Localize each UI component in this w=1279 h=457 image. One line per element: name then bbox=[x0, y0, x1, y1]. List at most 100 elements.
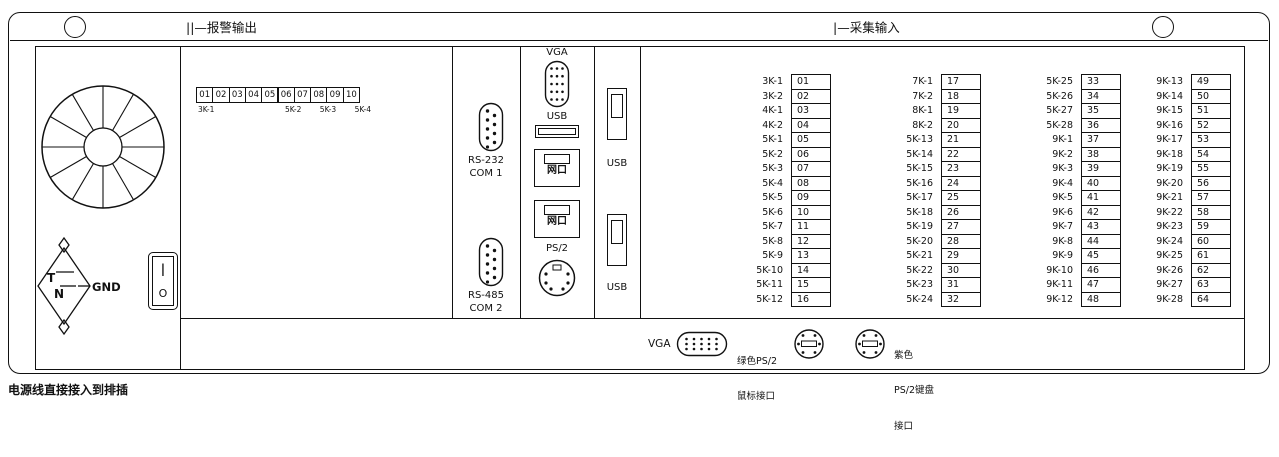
terminal-row: 9K-27 63 bbox=[1145, 277, 1231, 293]
input-section-label: |—采集输入 bbox=[833, 20, 900, 35]
terminal-cell: 59 bbox=[1191, 219, 1231, 235]
terminal-label: 9K-27 bbox=[1156, 279, 1183, 291]
alarm-sub-label: 5K-4 bbox=[354, 105, 371, 114]
terminal-label: 5K-16 bbox=[906, 177, 933, 189]
terminal-cell: 43 bbox=[1081, 219, 1121, 235]
terminal-cell: 31 bbox=[941, 277, 981, 293]
terminal-cell: 05 bbox=[791, 132, 831, 148]
terminal-cell: 25 bbox=[941, 190, 981, 206]
terminal-cell: 55 bbox=[1191, 161, 1231, 177]
terminal-label: 9K-3 bbox=[1052, 163, 1073, 175]
power-cord-note: 电源线直接接入到排插 bbox=[8, 383, 129, 397]
terminal-label: 9K-4 bbox=[1052, 177, 1073, 189]
terminal-cell: 01 bbox=[791, 74, 831, 90]
lan-port-2: 网口 bbox=[534, 200, 580, 238]
rs232-label: RS-232 COM 1 bbox=[452, 155, 520, 180]
terminal-label: 5K-6 bbox=[762, 206, 783, 218]
divider-com-vga bbox=[520, 46, 522, 318]
switch-off-symbol: O bbox=[158, 286, 168, 300]
terminal-cell: 40 bbox=[1081, 175, 1121, 192]
terminal-cell: 08 bbox=[791, 175, 831, 192]
rj45-jack-icon bbox=[544, 205, 570, 215]
ps2-port-label: PS/2 bbox=[545, 243, 569, 254]
rs485-connector-icon bbox=[478, 237, 504, 287]
terminal-row: 5K-23 31 bbox=[895, 277, 981, 293]
terminal-label: 9K-26 bbox=[1156, 264, 1183, 276]
terminal-cell: 47 bbox=[1081, 277, 1121, 293]
bottom-strip-divider bbox=[180, 318, 1245, 320]
terminal-cell: 26 bbox=[941, 204, 981, 221]
terminal-cell: 32 bbox=[941, 291, 981, 308]
terminal-cell: 15 bbox=[791, 277, 831, 293]
terminal-cell: 54 bbox=[1191, 146, 1231, 163]
terminal-label: 5K-21 bbox=[906, 250, 933, 262]
terminal-label: 5K-12 bbox=[756, 293, 783, 305]
terminal-label: 5K-24 bbox=[906, 293, 933, 305]
fan-icon bbox=[41, 85, 165, 209]
usb-1-label: USB bbox=[606, 158, 628, 169]
usb-slot-icon bbox=[535, 125, 579, 138]
terminal-label: 9K-18 bbox=[1156, 148, 1183, 160]
terminal-cell: 52 bbox=[1191, 117, 1231, 134]
terminal-row: 9K-18 54 bbox=[1145, 146, 1231, 163]
terminal-label: 5K-20 bbox=[906, 235, 933, 247]
terminal-cell: 58 bbox=[1191, 204, 1231, 221]
terminal-cell: 44 bbox=[1081, 233, 1121, 250]
terminal-label: 5K-22 bbox=[906, 264, 933, 276]
terminal-label: 5K-19 bbox=[906, 221, 933, 233]
terminal-cell: 51 bbox=[1191, 103, 1231, 119]
terminal-cell: 07 bbox=[791, 161, 831, 177]
terminal-label: 9K-21 bbox=[1156, 192, 1183, 204]
terminal-label: 7K-2 bbox=[912, 90, 933, 102]
bottom-vga-connector-icon bbox=[676, 331, 728, 357]
purple-ps2-label-line2: PS/2键盘 bbox=[894, 385, 935, 397]
terminal-cell: 18 bbox=[941, 88, 981, 105]
terminal-label: 8K-1 bbox=[912, 105, 933, 117]
terminal-label: 5K-7 bbox=[762, 221, 783, 233]
divider-alarm-com bbox=[452, 46, 454, 318]
terminal-cell: 41 bbox=[1081, 190, 1121, 206]
terminal-cell: 49 bbox=[1191, 74, 1231, 90]
terminal-cell: 63 bbox=[1191, 277, 1231, 293]
terminal-cell: 09 bbox=[791, 190, 831, 206]
usb-port-2-tongue bbox=[611, 220, 623, 244]
rs485-label-line1: RS-485 bbox=[468, 290, 504, 301]
terminal-cell: 22 bbox=[941, 146, 981, 163]
plug-n-label: N bbox=[54, 287, 64, 301]
terminal-label: 9K-17 bbox=[1156, 134, 1183, 146]
terminal-cell: 03 bbox=[791, 103, 831, 119]
rs485-label-line2: COM 2 bbox=[469, 302, 503, 314]
lan-port-2-label: 网口 bbox=[547, 216, 567, 227]
terminal-cell: 06 bbox=[791, 146, 831, 163]
terminal-label: 5K-25 bbox=[1046, 76, 1073, 88]
terminal-cell: 27 bbox=[941, 219, 981, 235]
rs485-label: RS-485 COM 2 bbox=[452, 290, 520, 315]
terminal-label: 5K-23 bbox=[906, 279, 933, 291]
power-inlet-icon: T N GND bbox=[37, 236, 121, 336]
